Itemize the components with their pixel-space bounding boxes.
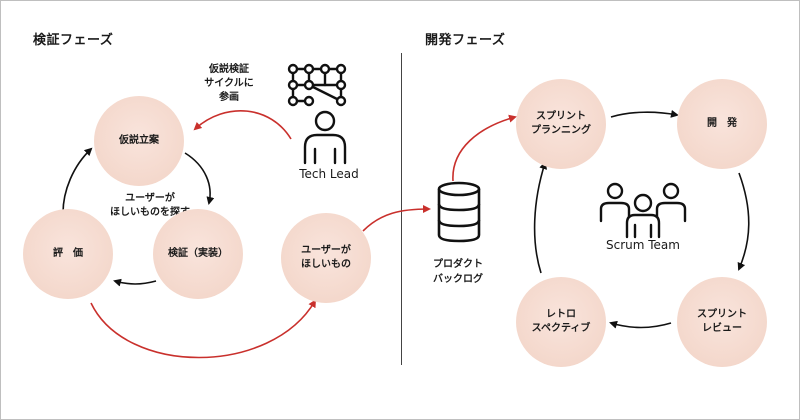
tech-lead-icon bbox=[287, 63, 347, 165]
tech-lead-label: Tech Lead bbox=[299, 167, 359, 181]
node-development: 開 発 bbox=[677, 79, 767, 169]
arrow-review-to-retro bbox=[609, 320, 672, 329]
arrow-user-wants-to-backlog bbox=[362, 205, 431, 232]
node-sprint-review: スプリント レビュー bbox=[677, 277, 767, 367]
node-retrospective: レトロ スペクティブ bbox=[516, 277, 606, 367]
product-backlog-label: プロダクト バックログ bbox=[433, 259, 483, 285]
note-search-user-wants: ユーザーが ほしいものを探す bbox=[110, 193, 190, 218]
node-verify-implementation: 検証（実装） bbox=[153, 209, 243, 299]
database-icon bbox=[437, 181, 481, 243]
arrow-planning-to-development bbox=[610, 109, 679, 118]
arrow-hypothesis-to-verify bbox=[184, 152, 215, 205]
node-hypothesis: 仮説立案 bbox=[94, 96, 184, 186]
arrow-retro-to-planning bbox=[533, 161, 548, 274]
node-evaluate: 評 価 bbox=[23, 209, 113, 299]
arrow-development-to-review bbox=[737, 172, 750, 271]
team-icon bbox=[599, 182, 687, 239]
development-phase-title: 開発フェーズ bbox=[425, 33, 506, 48]
arrow-backlog-to-sprint-planning bbox=[452, 114, 517, 182]
arrow-evaluate-to-hypothesis bbox=[62, 147, 93, 214]
scrum-team-label: Scrum Team bbox=[606, 238, 680, 252]
arrow-verify-to-evaluate bbox=[113, 278, 157, 287]
node-user-wants: ユーザーが ほしいもの bbox=[281, 213, 371, 303]
verification-phase-title: 検証フェーズ bbox=[33, 33, 114, 48]
phase-divider bbox=[401, 53, 402, 365]
arrow-techlead-to-hypothesis bbox=[193, 110, 292, 140]
node-sprint-planning: スプリント プランニング bbox=[516, 79, 606, 169]
note-join-hypothesis-cycle: 仮説検証 サイクルに 参画 bbox=[204, 64, 254, 103]
arrow-evaluate-to-user-wants bbox=[90, 299, 317, 359]
